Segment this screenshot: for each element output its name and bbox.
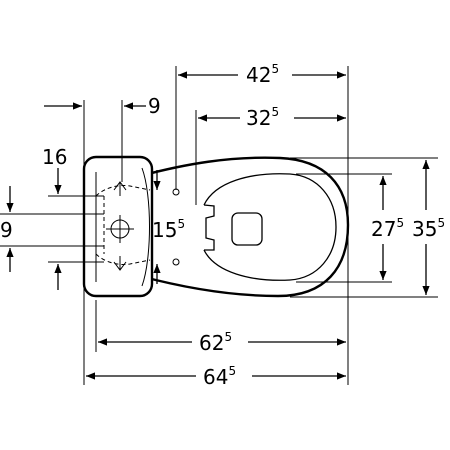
extension-lines	[0, 66, 438, 385]
dimension-top-inner-value: 32	[246, 106, 271, 130]
dimension-offset-16: 16	[42, 145, 67, 290]
dimension-inner-width-value: 27	[371, 217, 396, 241]
dimension-left-9: 9	[0, 186, 14, 272]
svg-text:275: 275	[371, 216, 404, 241]
svg-text:155: 155	[152, 217, 185, 242]
water-area	[231, 212, 263, 246]
toilet-outline	[82, 155, 350, 298]
dimension-outer-width: 355	[412, 160, 445, 295]
svg-text:645: 645	[203, 364, 236, 389]
bowl-inner-opening	[203, 173, 337, 281]
dimension-top-overall-value: 42	[246, 63, 271, 87]
cistern-down-mark	[113, 256, 127, 271]
dimension-offset-9: 9	[44, 94, 161, 118]
dimension-length-645: 645	[86, 364, 346, 389]
cistern-outline	[82, 155, 154, 298]
dimension-top-overall: 425	[178, 62, 346, 87]
dimension-inner-width: 275	[371, 176, 404, 280]
outlet-centre-mark	[106, 215, 134, 243]
dimension-length-625: 625	[98, 330, 346, 355]
svg-text:425: 425	[246, 62, 279, 87]
dimension-fix-spacing: 155	[152, 170, 185, 284]
dimension-fix-spacing-value: 15	[152, 218, 177, 242]
cistern-up-mark	[113, 181, 127, 196]
fixing-hole-bottom	[172, 258, 180, 266]
svg-text:625: 625	[199, 330, 232, 355]
outlet-dashed	[95, 185, 151, 265]
dimension-offset-16-value: 16	[42, 145, 67, 169]
svg-text:355: 355	[412, 216, 445, 241]
dimension-outer-width-value: 35	[412, 217, 437, 241]
seat-notch	[203, 204, 215, 251]
dimension-offset-9-value: 9	[148, 94, 161, 118]
cistern-inner-line	[95, 167, 150, 287]
svg-text:325: 325	[246, 105, 279, 130]
dimension-length-625-value: 62	[199, 331, 224, 355]
dimension-length-645-value: 64	[203, 365, 228, 389]
dimension-left-9-value: 9	[0, 218, 13, 242]
dimension-top-inner: 325	[198, 105, 346, 130]
